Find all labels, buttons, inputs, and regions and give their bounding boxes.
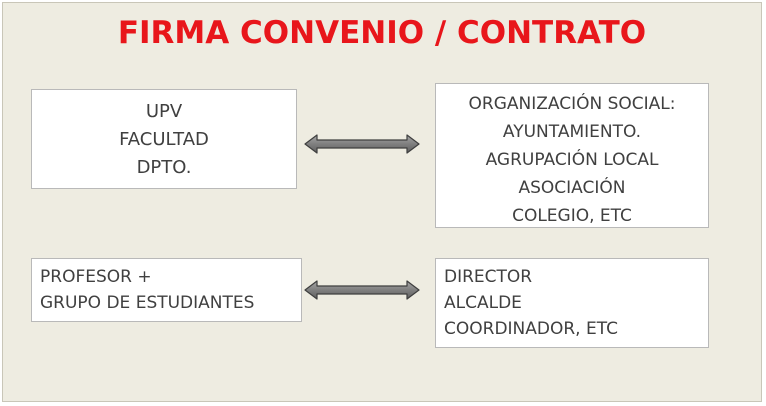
page-title: FIRMA CONVENIO / CONTRATO xyxy=(117,15,647,51)
box-line: PROFESOR + xyxy=(40,267,152,287)
director-box: DIRECTOR ALCALDE COORDINADOR, ETC xyxy=(435,258,709,348)
box-line: UPV xyxy=(145,101,183,122)
organization-box: ORGANIZACIÓN SOCIAL: AYUNTAMIENTO. AGRUP… xyxy=(435,83,709,228)
box-line: AYUNTAMIENTO. xyxy=(502,122,642,142)
box-line: DIRECTOR xyxy=(444,267,533,287)
box-line: AGRUPACIÓN LOCAL xyxy=(485,150,659,170)
box-line: FACULTAD xyxy=(119,129,209,150)
box-line: GRUPO DE ESTUDIANTES xyxy=(40,293,255,313)
double-arrow-icon xyxy=(304,280,420,300)
box-line: COLEGIO, ETC xyxy=(512,206,632,226)
box-line: ORGANIZACIÓN SOCIAL: xyxy=(468,94,676,114)
institution-box: UPV FACULTAD DPTO. xyxy=(31,89,297,189)
box-line: ASOCIACIÓN xyxy=(518,178,626,198)
professor-box: PROFESOR + GRUPO DE ESTUDIANTES xyxy=(31,258,302,322)
box-line: ALCALDE xyxy=(444,293,522,313)
double-arrow-icon xyxy=(304,134,420,154)
box-line: DPTO. xyxy=(136,157,192,178)
box-line: COORDINADOR, ETC xyxy=(444,319,618,339)
slide-canvas: FIRMA CONVENIO / CONTRATO UPV FACULTAD D… xyxy=(2,2,762,402)
